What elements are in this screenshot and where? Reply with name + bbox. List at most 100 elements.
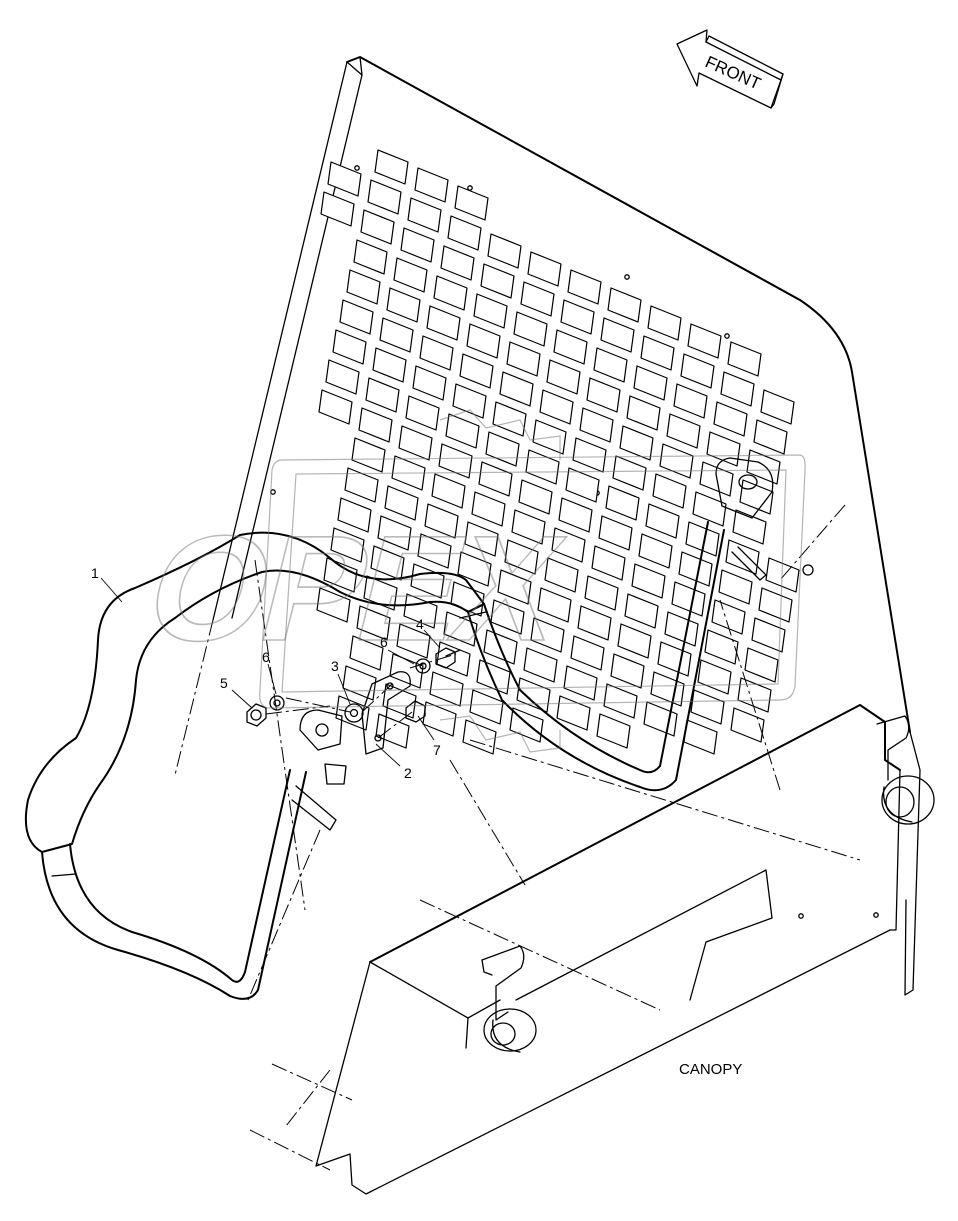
perforation-hole [666,413,701,449]
perforation-hole [530,617,565,653]
perforation-hole [511,509,546,545]
perforation-hole [513,311,548,347]
perforation-hole [499,371,534,407]
perforation-hole [377,515,412,551]
perforation-hole [487,233,522,269]
front-arrow: FRONT [676,29,784,109]
callout-6-right: 6 [380,634,388,650]
perforation-hole [325,359,360,395]
perforation-hole [579,407,614,443]
canopy-label: CANOPY [679,1061,742,1078]
perforation-hole [659,443,694,479]
perforation-hole [330,527,365,563]
perforation-hole [393,257,428,293]
callout-2: 2 [404,765,412,781]
perforation-hole [424,503,459,539]
perforation-hole [730,707,765,743]
perforation-hole [504,539,539,575]
perforation-hole [650,671,685,707]
perforation-hole [678,551,713,587]
perforation-hole [454,185,489,221]
perforation-hole [342,665,377,701]
perforation-hole [445,413,480,449]
perforation-hole [400,227,435,263]
perforation-hole [398,425,433,461]
perforation-hole [664,611,699,647]
perforation-hole [358,407,393,443]
perforation-hole [497,569,532,605]
right-hinge-lug [876,715,935,825]
perforation-hole [462,719,497,755]
perforation-hole [603,683,638,719]
perforation-hole [593,347,628,383]
perforation-hole [685,521,720,557]
perforation-hole [537,587,572,623]
perforation-hole [631,563,666,599]
callout-leaders [100,577,441,767]
perforation-hole [652,473,687,509]
perforation-hole [363,575,398,611]
perforation-hole [447,215,482,251]
rear-screen-panel [212,56,921,996]
perforation-hole [633,365,668,401]
perforation-hole [605,485,640,521]
perforation-hole [671,581,706,617]
perforation-hole [356,605,391,641]
perforation-hole [687,323,722,359]
perforation-hole [476,659,511,695]
perforation-hole [600,317,635,353]
perforation-hole [318,389,353,425]
perforation-hole [466,323,501,359]
perforation-hole [683,719,718,755]
callout-5: 5 [220,675,228,691]
perforation-hole [478,461,513,497]
perforation-hole [523,647,558,683]
perforation-hole [673,383,708,419]
perforation-hole [612,455,647,491]
perforation-hole [760,389,795,425]
perforation-hole [365,377,400,413]
perforation-hole [727,341,762,377]
perforation-hole [414,167,449,203]
perforation-hole [386,287,421,323]
perforation-hole [518,479,553,515]
perforation-hole [372,347,407,383]
perforation-hole [718,569,753,605]
perforation-hole [379,317,414,353]
perforation-hole [323,557,358,593]
perforation-hole [626,395,661,431]
perforation-hole [558,497,593,533]
perforation-hole [704,629,739,665]
perforation-hole [713,401,748,437]
perforation-hole [520,281,555,317]
perforation-hole [527,251,562,287]
perforation-grid [316,149,800,755]
perforation-hole [596,713,631,749]
perforation-hole [374,149,409,185]
callout-1: 1 [91,565,99,581]
perforation-hole [751,617,786,653]
perforation-hole [570,635,605,671]
perforation-hole [567,269,602,305]
callout-6-left: 6 [262,649,270,665]
perforation-hole [327,161,362,197]
perforation-hole [753,419,788,455]
perforation-hole [407,197,442,233]
perforation-hole [384,485,419,521]
perforation-hole [339,299,374,335]
perforation-hole [553,329,588,365]
perforation-hole [539,389,574,425]
perforation-hole [624,593,659,629]
perforation-hole [360,209,395,245]
perforation-hole [525,449,560,485]
perforation-hole [551,527,586,563]
perforation-hole [506,341,541,377]
perforation-hole [457,551,492,587]
perforation-hole [433,275,468,311]
perforation-hole [337,497,372,533]
grab-handle-tube [24,457,774,1000]
perforation-hole [412,365,447,401]
perforation-hole [706,431,741,467]
perforation-hole [471,491,506,527]
